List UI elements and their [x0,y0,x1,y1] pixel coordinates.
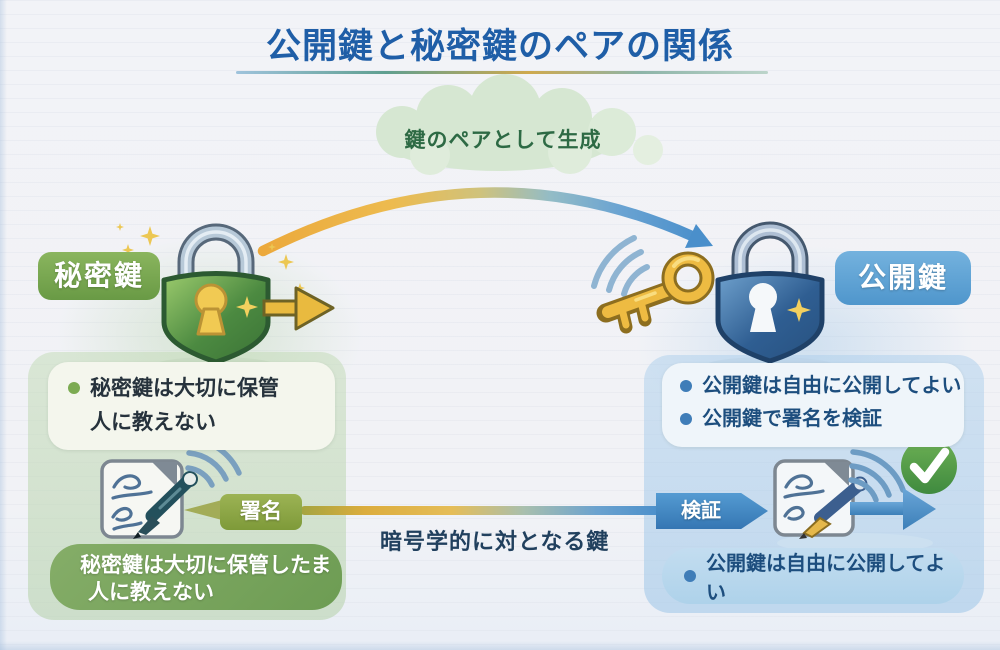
sign-tag: 署名 [220,494,302,530]
green-shield-lock-icon [161,223,271,365]
pair-caption: 暗号学的に対となる鍵 [380,529,610,554]
public-note-line1: 公開鍵は自由に公開してよい [702,375,962,397]
title-underline [236,71,768,74]
public-callout-line1: 公開鍵は自由に公開してよい [706,553,946,604]
private-note-line1: 秘密鍵は大切に保管 [90,377,279,400]
page-edge-tint-bottom [0,641,1000,650]
pair-line [300,506,662,515]
private-callout-box: 秘密鍵は大切に保管したま 人に教えない [50,544,342,610]
gold-key-icon [596,251,715,334]
export-arrow-icon [262,286,335,331]
keypair-arc-arrow [257,187,713,257]
keygen-cloud-label: 鍵のペアとして生成 [404,129,602,152]
bullet-icon [680,380,692,392]
private-note-line2: 人に教えない [90,411,216,435]
page-edge-tint [0,0,7,650]
verify-tag: 検証 [656,493,768,529]
public-note-line2: 公開鍵で署名を検証 [702,408,882,430]
bullet-icon [684,570,696,582]
private-note-box: 秘密鍵は大切に保管 人に教えない [48,362,335,450]
private-callout-line1: 秘密鍵は大切に保管したま [80,554,332,577]
private-callout-line2: 人に教えない [88,581,214,605]
blue-shield-lock-icon [715,221,825,364]
page-title: 公開鍵と秘密鍵のペアの関係 [265,27,734,66]
private-key-badge: 秘密鍵 [38,252,160,300]
bullet-icon [68,382,80,394]
public-key-badge: 公開鍵 [835,251,971,305]
public-callout-box: 公開鍵は自由に公開してよい [662,548,964,604]
bullet-icon [680,413,692,425]
public-note-box: 公開鍵は自由に公開してよい 公開鍵で署名を検証 [662,363,964,447]
signal-waves-icon [591,235,650,297]
